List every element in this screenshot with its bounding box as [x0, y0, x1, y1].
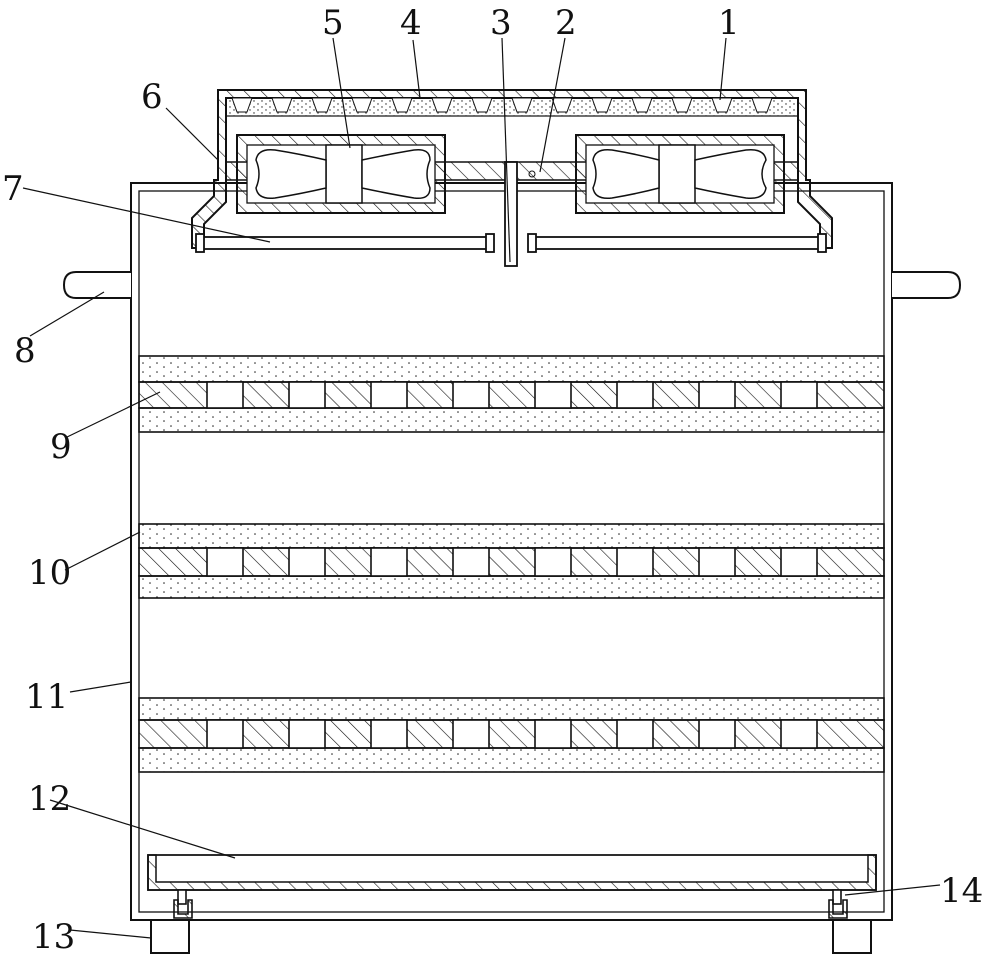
label-5: 5 — [322, 3, 344, 43]
label-1: 1 — [718, 3, 740, 43]
label-2: 2 — [555, 3, 577, 43]
label-14: 14 — [940, 871, 983, 911]
label-3: 3 — [490, 3, 512, 43]
shelf-top — [138, 355, 885, 433]
label-10: 10 — [28, 553, 71, 593]
label-11: 11 — [25, 677, 68, 717]
fan-left — [236, 134, 446, 214]
label-7: 7 — [2, 169, 24, 209]
callout-labels: 1 2 3 4 5 6 7 8 9 10 11 12 13 14 — [2, 3, 983, 957]
top-housing — [191, 89, 833, 249]
label-9: 9 — [50, 427, 72, 467]
shelf-middle — [138, 523, 885, 599]
feet — [150, 919, 872, 954]
label-8: 8 — [14, 331, 36, 371]
side-handles — [62, 271, 962, 299]
label-12: 12 — [28, 779, 71, 819]
drip-tray — [147, 854, 877, 891]
slide-supports — [173, 889, 848, 919]
spray-pipe — [195, 233, 827, 253]
central-rod — [504, 161, 536, 267]
shelf-bottom — [138, 697, 885, 773]
leader-lines — [22, 37, 941, 939]
label-6: 6 — [141, 77, 163, 117]
fan-right — [575, 134, 785, 214]
label-4: 4 — [400, 3, 422, 43]
label-13: 13 — [32, 917, 75, 957]
